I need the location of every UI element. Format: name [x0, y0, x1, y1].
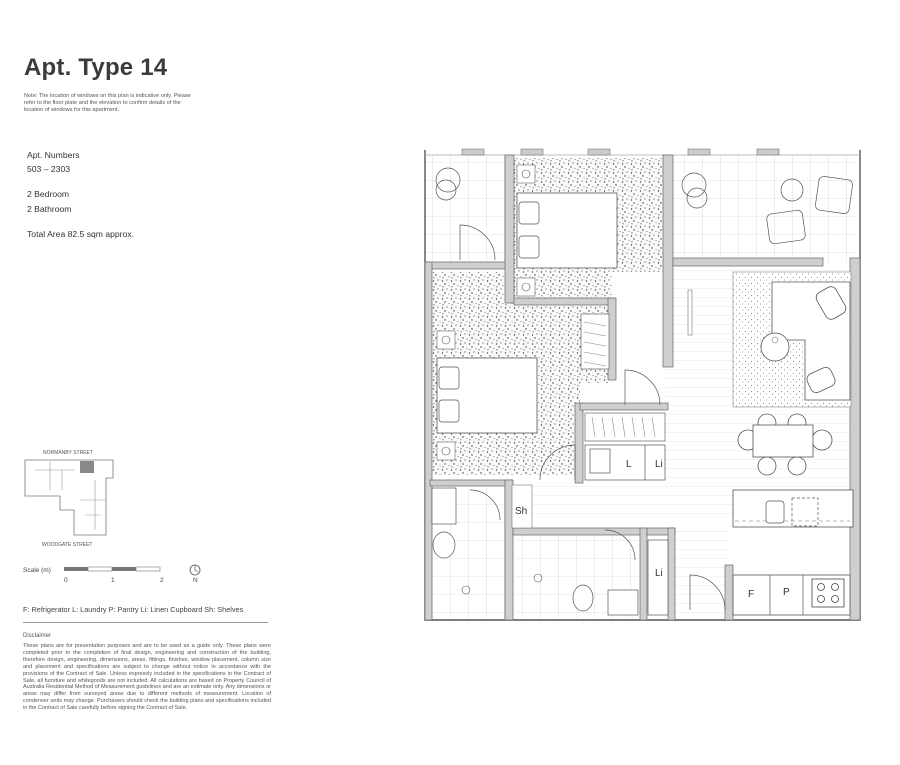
- label-fridge: F: [748, 589, 754, 600]
- key-plan-lines: [35, 462, 105, 530]
- dining-set: [737, 413, 833, 476]
- bathroom-shower-drain: [533, 573, 543, 583]
- bed-top: [516, 164, 618, 297]
- disclaimer-text: These plans are for presentation purpose…: [23, 643, 271, 712]
- key-plan-outline: [24, 459, 114, 536]
- bathroom-toilet: [572, 584, 594, 612]
- divider: [23, 622, 268, 623]
- kitchen-sink: [765, 500, 785, 524]
- scale-tick-2: 2: [160, 577, 164, 584]
- bed-lower: [436, 330, 538, 461]
- internal-walls: [424, 154, 861, 621]
- wardrobe-bed2: [580, 313, 610, 370]
- bathroom-vanity: [607, 589, 639, 616]
- ensuite-vanity: [431, 487, 457, 525]
- entry-floor: [672, 530, 728, 618]
- label-linen-1: Li: [655, 459, 663, 470]
- dishwasher: [791, 497, 819, 527]
- kitchen-island: [732, 489, 854, 528]
- cooktop-icon: [811, 578, 845, 608]
- street-bottom-label: WOODGATE STREET: [42, 542, 92, 548]
- apt-numbers-value: 503 – 2303: [27, 164, 71, 174]
- balcony-furniture: [435, 167, 853, 245]
- scale-tick-1: 1: [111, 577, 115, 584]
- ensuite-toilet: [432, 531, 456, 559]
- ensuite-shower-drain: [461, 585, 471, 595]
- street-top-label: NORMANBY STREET: [43, 450, 93, 456]
- key-plan: NORMANBY STREET WOODGATE STREET: [24, 450, 114, 548]
- label-shelves: Sh: [515, 506, 527, 517]
- balcony-right: [673, 155, 857, 263]
- label-laundry: L: [626, 459, 632, 470]
- label-pantry: P: [783, 587, 790, 598]
- balcony-left: [425, 155, 507, 263]
- linen-cupboard: [647, 539, 669, 616]
- plan-legend: F: Refrigerator L: Laundry P: Pantry Li:…: [23, 605, 244, 614]
- doors: [459, 224, 726, 611]
- apt-numbers-label: Apt. Numbers: [27, 150, 80, 160]
- total-area: Total Area 82.5 sqm approx.: [27, 229, 135, 239]
- page-title: Apt. Type 14: [24, 54, 168, 81]
- north-label: N: [193, 577, 198, 584]
- shelves: [511, 484, 533, 529]
- windows-note: Note: The location of windows on this pl…: [24, 93, 191, 114]
- scale-label: Scale (m): [23, 567, 51, 574]
- label-linen-2: Li: [655, 568, 663, 579]
- kitchen-bench: [732, 574, 851, 616]
- floor-plan: L Li Sh Li F P: [424, 148, 861, 621]
- scale-bar: [64, 564, 201, 576]
- bathroom-count: 2 Bathroom: [27, 204, 72, 214]
- bedroom-count: 2 Bedroom: [27, 189, 70, 199]
- coffee-table: [760, 332, 790, 362]
- laundry-tub: [589, 448, 611, 474]
- scale-tick-0: 0: [64, 577, 68, 584]
- key-plan-apartment: [80, 461, 94, 473]
- disclaimer-title: Disclaimer: [23, 633, 52, 639]
